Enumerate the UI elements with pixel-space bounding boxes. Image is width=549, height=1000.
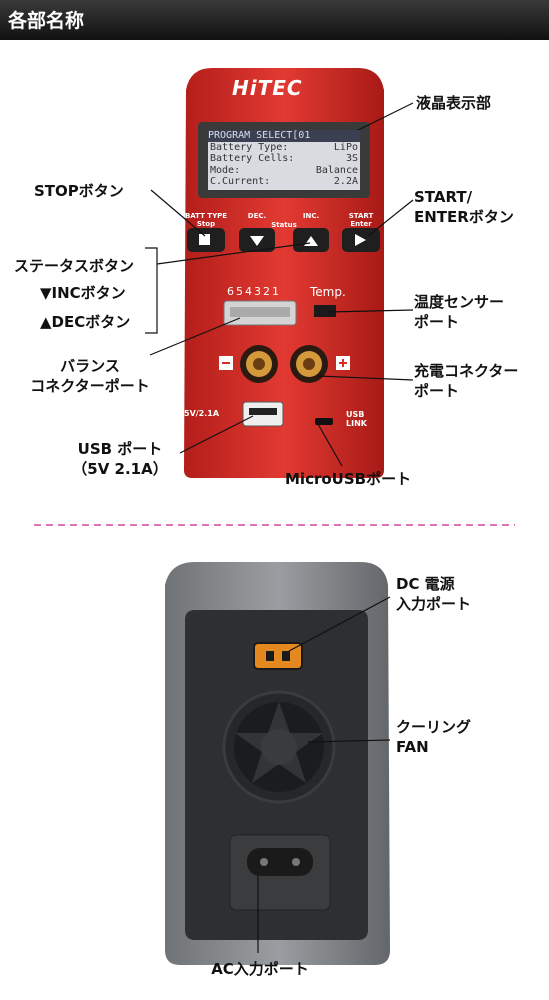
lcd-line-1: PROGRAM SELECT[01: [208, 130, 360, 142]
lcd-label: 液晶表示部: [416, 94, 492, 112]
dc-input-label: DC 電源入力ポート: [396, 575, 472, 613]
lcd-battery-type-value: LiPo: [333, 141, 358, 153]
stop-button-label: STOPボタン: [34, 182, 124, 200]
usb-port-label: USB ポート（5V 2.1A）: [72, 440, 168, 478]
lcd-mode-label: Mode:: [210, 164, 241, 176]
ac-input-label: AC入力ポート: [211, 960, 309, 978]
brand-logo: HiTEC: [232, 76, 303, 100]
section-header: 各部名称: [0, 0, 549, 40]
lcd-battery-type-label: Battery Type:: [210, 141, 289, 153]
section-title: 各部名称: [8, 10, 85, 32]
leader-lines-back: [257, 596, 391, 953]
lcd-cells-label: Battery Cells:: [210, 153, 295, 164]
lcd-current-value: 2.2A: [333, 176, 358, 187]
balance-port-label: バランスコネクターポート: [30, 357, 150, 395]
dec-button-label: ▲DECボタン: [40, 313, 131, 331]
lcd-mode-value: Balance: [315, 164, 358, 176]
temp-caption: Temp.: [310, 285, 346, 299]
microusb-port-label: MicroUSBポート: [285, 470, 412, 488]
status-button-label: ステータスボタン: [14, 257, 135, 275]
leader-lines-front: [145, 102, 414, 467]
stop-button[interactable]: [187, 228, 225, 252]
status-caption: Status: [271, 221, 297, 229]
dec-button-caption: DEC.: [247, 212, 267, 220]
lcd-display: PROGRAM SELECT[01 Battery Type: LiPo Batt…: [208, 130, 360, 190]
dec-button[interactable]: [239, 228, 275, 252]
lcd-cells-value: 3S: [345, 153, 358, 164]
balance-pin-numbers: 654321: [227, 285, 281, 298]
charger-back: [165, 562, 390, 965]
inc-button-caption: INC.: [302, 212, 320, 220]
start-enter-button[interactable]: [342, 228, 380, 252]
inc-button-label: ▼INCボタン: [40, 284, 126, 302]
start-enter-label: START/ENTERボタン: [414, 188, 514, 226]
temp-sensor-label: 温度センサーポート: [414, 293, 505, 331]
lcd-current-label: C.Current:: [210, 176, 271, 187]
charge-port-label: 充電コネクターポート: [414, 362, 519, 400]
usb-spec-caption: 5V/2.1A: [184, 409, 220, 418]
inc-button[interactable]: [293, 228, 329, 252]
